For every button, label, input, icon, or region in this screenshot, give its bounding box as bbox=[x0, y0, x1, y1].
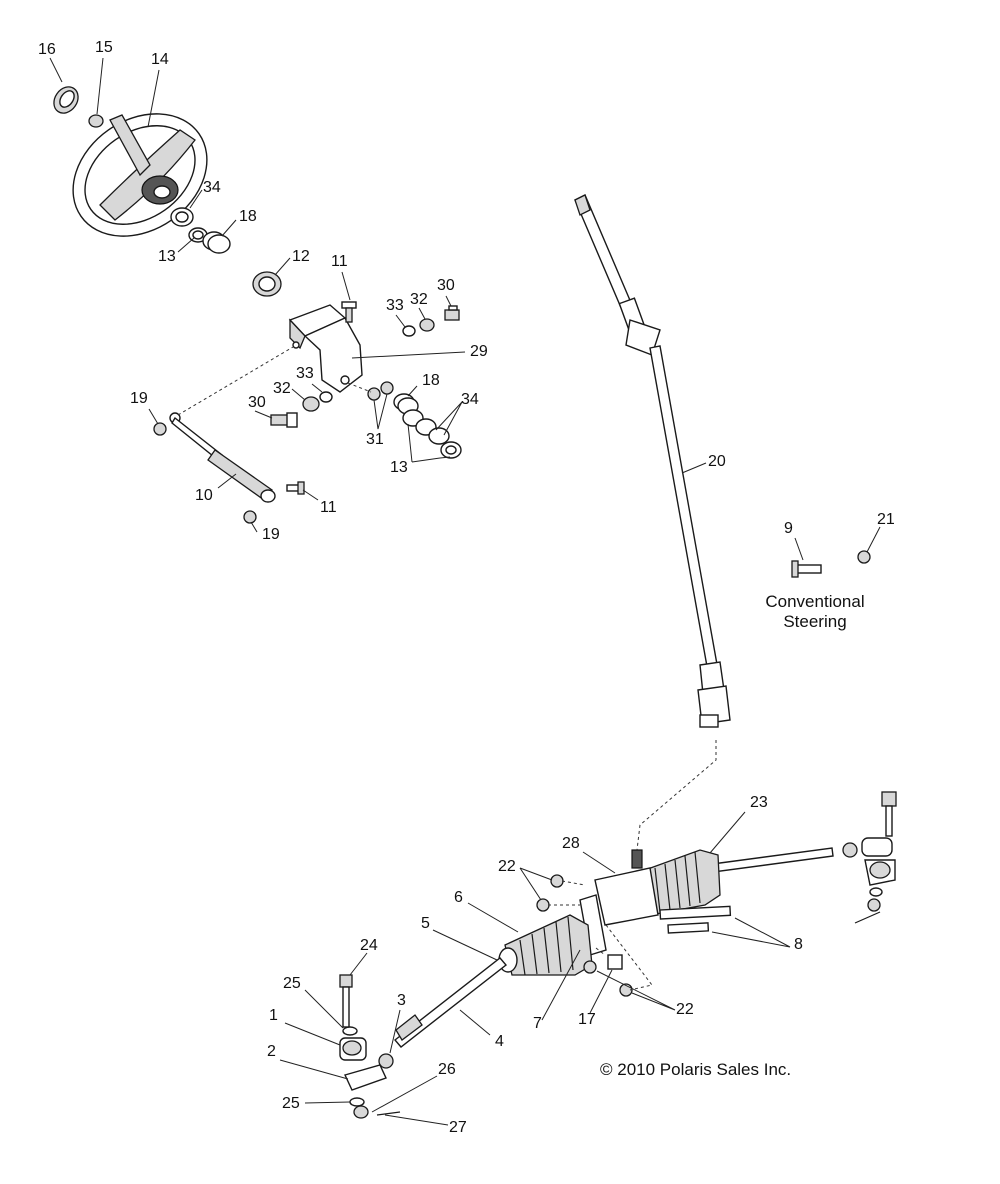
callout-28: 28 bbox=[562, 835, 580, 852]
bolt-11a bbox=[341, 301, 357, 323]
nut-19b bbox=[243, 510, 257, 524]
boot-6 bbox=[498, 914, 593, 976]
callout-13a: 13 bbox=[158, 248, 176, 265]
callout-22a: 22 bbox=[498, 858, 516, 875]
callout-32a: 32 bbox=[410, 291, 428, 308]
callout-34b: 34 bbox=[461, 391, 479, 408]
ball-joint-2 bbox=[344, 1064, 387, 1091]
callout-15: 15 bbox=[95, 39, 113, 56]
tie-rod-end-1 bbox=[339, 1037, 367, 1061]
callout-29: 29 bbox=[470, 343, 488, 360]
callout-34a: 34 bbox=[203, 179, 221, 196]
callout-16: 16 bbox=[38, 41, 56, 58]
bolts-8 bbox=[659, 905, 732, 934]
nut-19a bbox=[153, 422, 167, 436]
callout-19a: 19 bbox=[130, 390, 148, 407]
callout-11b: 11 bbox=[320, 499, 337, 516]
callout-22b: 22 bbox=[676, 1001, 694, 1018]
nut-32b bbox=[302, 396, 320, 412]
rings-13-34 bbox=[402, 409, 462, 459]
tie-rod-end-right bbox=[864, 859, 896, 886]
dashed-strut-to-bracket bbox=[177, 346, 294, 416]
callout-7: 7 bbox=[533, 1015, 542, 1032]
steering-wheel-14 bbox=[72, 113, 208, 237]
bolt-9 bbox=[791, 560, 822, 578]
callout-1: 1 bbox=[269, 1007, 278, 1024]
callout-17: 17 bbox=[578, 1011, 596, 1028]
washer-34a bbox=[170, 207, 194, 227]
nut-15 bbox=[88, 114, 104, 128]
callout-4: 4 bbox=[495, 1033, 504, 1050]
callout-24: 24 bbox=[360, 937, 378, 954]
bolt-17 bbox=[607, 954, 623, 970]
bolt-11b bbox=[286, 481, 305, 495]
callout-26: 26 bbox=[438, 1061, 456, 1078]
callout-30a: 30 bbox=[437, 277, 455, 294]
washer-25a bbox=[342, 1026, 358, 1036]
callout-8: 8 bbox=[794, 936, 803, 953]
callout-23: 23 bbox=[750, 794, 768, 811]
conventional-line-2: Steering bbox=[783, 612, 847, 631]
callout-33b: 33 bbox=[296, 365, 314, 382]
bolt-24 bbox=[339, 974, 353, 1028]
bolt-30a bbox=[444, 305, 460, 321]
callout-12: 12 bbox=[292, 248, 310, 265]
conventional-steering-note: Conventional Steering bbox=[748, 592, 882, 632]
dashed-shaft-to-rack bbox=[636, 740, 717, 851]
bolt-right-24 bbox=[881, 791, 897, 837]
callout-9: 9 bbox=[784, 520, 793, 537]
callout-19b: 19 bbox=[262, 526, 280, 543]
bracket-29 bbox=[288, 304, 363, 393]
callout-18b: 18 bbox=[422, 372, 440, 389]
copyright-text: © 2010 Polaris Sales Inc. bbox=[600, 1060, 792, 1079]
callout-32b: 32 bbox=[273, 380, 291, 397]
dashed-nut22-upper bbox=[548, 880, 586, 906]
nuts-22 bbox=[536, 874, 633, 997]
callout-20: 20 bbox=[708, 453, 726, 470]
callout-27: 27 bbox=[449, 1119, 467, 1136]
bushing-18a bbox=[202, 231, 231, 254]
callout-5: 5 bbox=[421, 915, 430, 932]
callout-18a: 18 bbox=[239, 208, 257, 225]
washer-25b bbox=[349, 1097, 365, 1107]
cotter-pin-27 bbox=[376, 1111, 401, 1116]
callout-25a: 25 bbox=[283, 975, 301, 992]
callout-31: 31 bbox=[366, 431, 384, 448]
nut-32a bbox=[419, 318, 435, 332]
callout-6: 6 bbox=[454, 889, 463, 906]
callout-13b: 13 bbox=[390, 459, 408, 476]
bolt-30b bbox=[270, 412, 298, 428]
cotter-right bbox=[854, 911, 881, 924]
tie-rod-right bbox=[704, 837, 893, 874]
callout-14: 14 bbox=[151, 51, 169, 68]
washer-33b bbox=[319, 391, 333, 403]
callout-2: 2 bbox=[267, 1043, 276, 1060]
dashed-nut22-lower bbox=[595, 924, 653, 991]
steering-shaft-20 bbox=[574, 194, 731, 728]
callout-11a: 11 bbox=[331, 253, 348, 270]
washer-33a bbox=[402, 325, 416, 337]
cap-nut-16 bbox=[53, 86, 79, 114]
nut-21 bbox=[857, 550, 871, 564]
housing-28 bbox=[594, 849, 659, 926]
leader-lines bbox=[49, 57, 881, 1126]
conventional-line-1: Conventional bbox=[765, 592, 865, 611]
callout-30b: 30 bbox=[248, 394, 266, 411]
callout-25b: 25 bbox=[282, 1095, 300, 1112]
inner-tie-rod-4 bbox=[393, 957, 508, 1048]
jam-nut-3 bbox=[378, 1053, 394, 1069]
bearing-12 bbox=[252, 271, 282, 297]
gas-strut-10 bbox=[169, 412, 276, 503]
nut-26 bbox=[353, 1105, 369, 1119]
dashed-bracket-to-nuts bbox=[347, 382, 372, 393]
nuts-31 bbox=[367, 381, 394, 401]
callout-21: 21 bbox=[877, 511, 895, 528]
right-washers bbox=[867, 887, 883, 912]
callout-33a: 33 bbox=[386, 297, 404, 314]
callout-3: 3 bbox=[397, 992, 406, 1009]
callout-10: 10 bbox=[195, 487, 213, 504]
